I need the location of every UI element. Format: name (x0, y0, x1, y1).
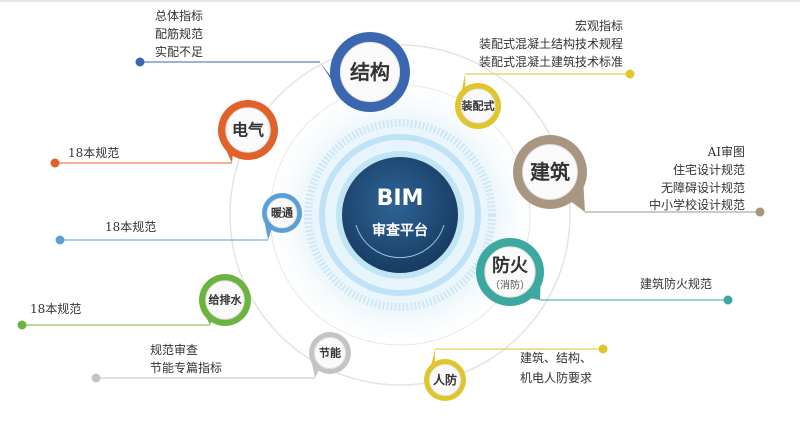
electrical-dot (50, 158, 60, 168)
plumbing-callout: 18本规范 (17, 301, 210, 330)
prefab-label: 装配式 (461, 99, 495, 113)
plumbing-dot (17, 320, 27, 330)
hvac-note: 18本规范 (105, 219, 156, 234)
energy-label: 节能 (319, 346, 341, 360)
hvac-callout: 18本规范 (55, 219, 268, 245)
plumbing-note: 18本规范 (30, 301, 81, 316)
center-title: BIM (377, 186, 424, 211)
architecture-note: 无障碍设计规范 (661, 180, 745, 195)
center-subtitle: 审查平台 (372, 222, 428, 239)
center-node[interactable]: BIM 审查平台 (336, 151, 464, 279)
energy-note: 规范审查 (150, 342, 198, 357)
plumbing-label: 给排水 (209, 293, 243, 307)
energy-note: 节能专篇指标 (150, 360, 222, 375)
hvac-dot (55, 235, 65, 245)
structure-note: 配筋规范 (155, 26, 203, 41)
structure-note: 实配不足 (155, 44, 203, 59)
structure-dot (135, 57, 145, 67)
architecture-note: 中小学校设计规范 (649, 197, 745, 212)
node-architecture[interactable]: 建筑 (513, 135, 587, 212)
node-energy[interactable]: 节能 (309, 332, 351, 378)
fire-note: 建筑防火规范 (640, 276, 712, 291)
architecture-note: AI审图 (707, 144, 745, 159)
architecture-note: 住宅设计规范 (673, 162, 745, 177)
top-border (0, 0, 800, 2)
node-civil-defense[interactable]: 人防 (424, 349, 466, 401)
electrical-label: 电气 (232, 121, 264, 140)
energy-dot (91, 373, 101, 383)
node-plumbing[interactable]: 给排水 (199, 274, 251, 326)
node-fire[interactable]: 防火 （消防） (476, 238, 544, 306)
structure-label: 结构 (350, 60, 390, 84)
architecture-dot (755, 207, 765, 217)
node-hvac[interactable]: 暖通 (262, 193, 302, 240)
architecture-label: 建筑 (530, 160, 570, 184)
electrical-callout: 18本规范 (50, 145, 232, 168)
fire-sublabel: （消防） (490, 279, 530, 292)
node-prefab[interactable]: 装配式 (455, 74, 501, 129)
fire-callout: 建筑防火规范 (540, 276, 733, 305)
hvac-label: 暖通 (271, 206, 293, 220)
civil-defense-label: 人防 (433, 372, 457, 387)
node-structure[interactable]: 结构 (320, 32, 410, 112)
prefab-note: 装配式混凝土结构技术规程 (479, 36, 623, 51)
civil-defense-note: 机电人防要求 (520, 370, 592, 385)
civil-defense-note: 建筑、结构、 (520, 350, 592, 365)
prefab-dot (625, 69, 635, 79)
fire-label: 防火 (492, 255, 529, 277)
fire-dot (723, 295, 733, 305)
structure-note: 总体指标 (155, 8, 203, 23)
prefab-note: 装配式混凝土建筑技术标准 (479, 54, 623, 69)
civil-defense-callout: 建筑、结构、机电人防要求 (435, 344, 608, 385)
electrical-note: 18本规范 (68, 145, 119, 160)
node-electrical[interactable]: 电气 (218, 100, 278, 163)
civil-defense-dot (598, 344, 608, 354)
prefab-note: 宏观指标 (575, 18, 623, 33)
